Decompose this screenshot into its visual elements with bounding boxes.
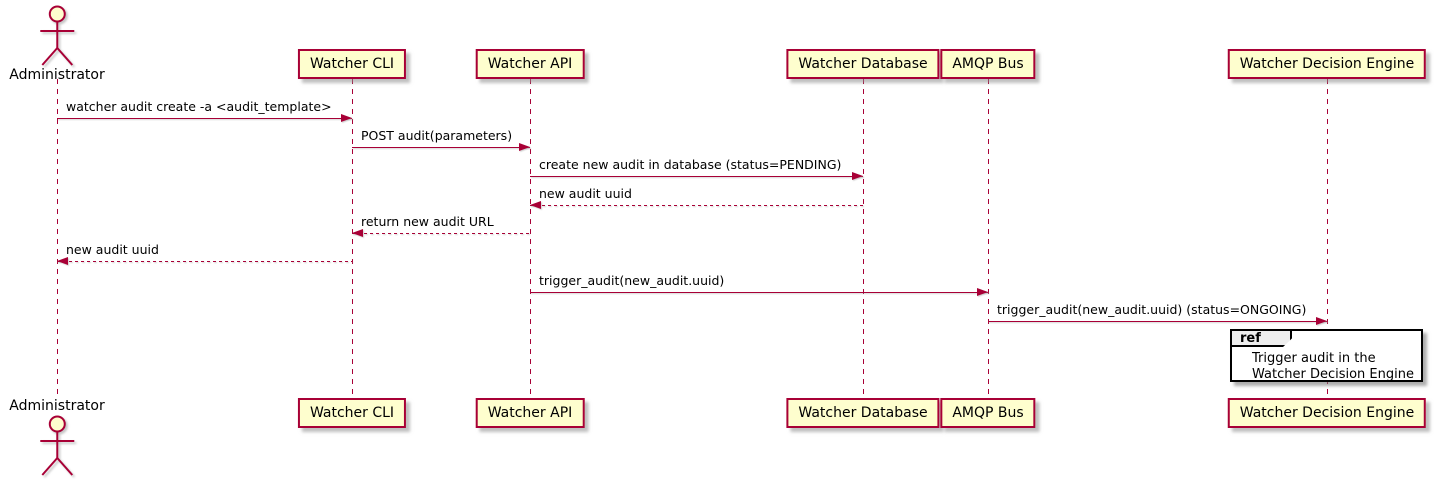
participant-watcher-decision-engine-bottom: Watcher Decision Engine	[1227, 398, 1427, 428]
ref-text-line: Trigger audit in the	[1252, 351, 1376, 366]
message-label: POST audit(parameters)	[361, 128, 513, 143]
message-label: new audit uuid	[66, 242, 159, 257]
message-label: trigger_audit(new_audit.uuid)	[539, 273, 725, 288]
actor-icon	[40, 5, 74, 66]
message-label: trigger_audit(new_audit.uuid) (status=ON…	[997, 302, 1307, 317]
lifeline-watcher-decision-engine	[1326, 79, 1328, 398]
arrowhead-icon	[977, 288, 988, 296]
message-label: create new audit in database (status=PEN…	[539, 157, 842, 172]
actor-label: Administrator	[9, 398, 105, 414]
arrowhead-icon	[341, 114, 352, 122]
lifeline-watcher-cli	[351, 79, 353, 398]
actor-label: Administrator	[9, 67, 105, 83]
message-label: watcher audit create -a <audit_template>	[66, 99, 332, 114]
arrowhead-icon	[530, 201, 541, 209]
participant-amqp-bus-top: AMQP Bus	[940, 49, 1036, 79]
actor-administrator-top: Administrator	[9, 4, 105, 83]
arrowhead-icon	[1316, 317, 1327, 325]
ref-tag-label: ref	[1240, 331, 1261, 346]
arrowhead-icon	[57, 257, 68, 265]
lifeline-watcher-database	[862, 79, 864, 398]
message-line	[57, 261, 352, 262]
arrowhead-icon	[352, 229, 363, 237]
participant-watcher-api-top: Watcher API	[475, 49, 585, 79]
arrowhead-icon	[519, 143, 530, 151]
message-line	[530, 205, 863, 206]
participant-watcher-cli-top: Watcher CLI	[297, 49, 407, 79]
message-line	[988, 321, 1327, 322]
message-line	[530, 292, 988, 293]
message-line	[352, 233, 530, 234]
ref-tag	[1230, 329, 1292, 347]
message-line	[57, 118, 352, 119]
actor-icon	[40, 415, 74, 476]
lifeline-watcher-api	[529, 79, 531, 398]
lifeline-amqp-bus	[987, 79, 989, 398]
participant-watcher-decision-engine-top: Watcher Decision Engine	[1227, 49, 1427, 79]
ref-text-line: Watcher Decision Engine	[1252, 367, 1414, 382]
message-label: return new audit URL	[361, 214, 494, 229]
message-line	[352, 147, 530, 148]
arrowhead-icon	[852, 172, 863, 180]
message-line	[530, 176, 863, 177]
actor-administrator-bottom: Administrator	[9, 398, 105, 477]
participant-watcher-api-bottom: Watcher API	[475, 398, 585, 428]
participant-watcher-database-bottom: Watcher Database	[786, 398, 940, 428]
participant-amqp-bus-bottom: AMQP Bus	[940, 398, 1036, 428]
participant-watcher-cli-bottom: Watcher CLI	[297, 398, 407, 428]
participant-watcher-database-top: Watcher Database	[786, 49, 940, 79]
lifeline-administrator	[56, 79, 58, 398]
message-label: new audit uuid	[539, 186, 632, 201]
